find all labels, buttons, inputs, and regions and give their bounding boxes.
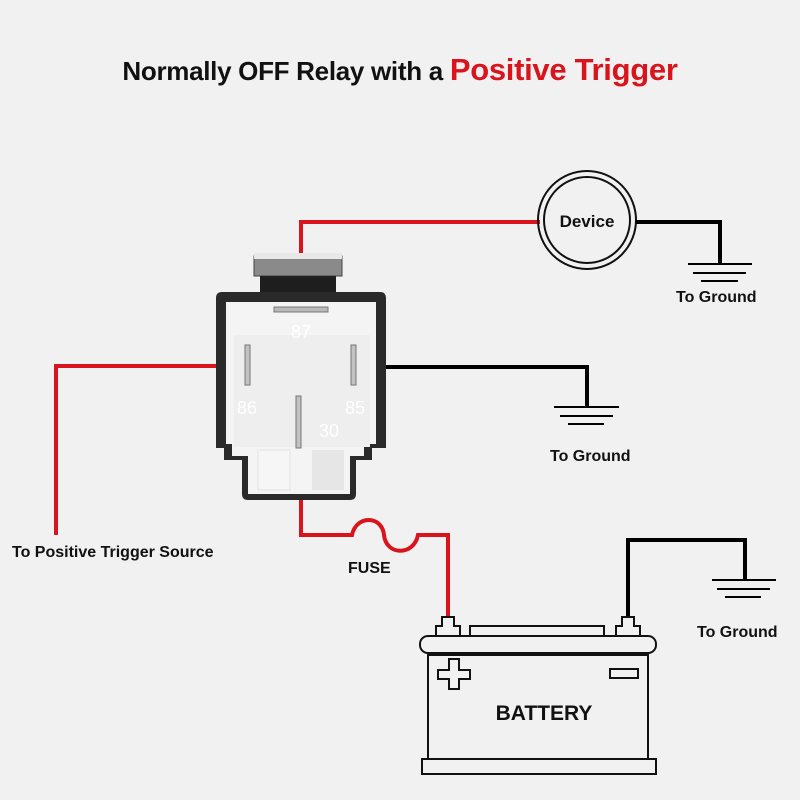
ground-label-battery: To Ground: [697, 624, 778, 641]
wire-relay-fuse-battery: [299, 500, 450, 618]
minus-icon: [609, 668, 639, 679]
wire-relay-to-device: [299, 220, 540, 262]
fuse-label: FUSE: [348, 560, 391, 577]
ground-label-device: To Ground: [676, 289, 757, 306]
wire-device-to-ground: [636, 220, 722, 264]
relay: 87 86 85 30: [216, 253, 386, 500]
wire-battery-to-ground: [626, 538, 747, 618]
wire-trigger-source: [54, 364, 218, 535]
device-symbol: Device: [537, 170, 637, 270]
pin-label-30: 30: [319, 421, 339, 441]
pin-label-85: 85: [345, 398, 365, 418]
plus-icon: [437, 658, 471, 690]
trigger-source-label: To Positive Trigger Source: [12, 544, 214, 561]
ground-icon: [712, 579, 776, 598]
ground-label-relay: To Ground: [550, 448, 631, 465]
relay-pin-30-blade: [295, 395, 302, 449]
ground-icon: [554, 406, 619, 425]
relay-pin-87-blade: [273, 306, 329, 313]
battery-symbol: [419, 616, 657, 775]
title-accent: Positive Trigger: [449, 52, 678, 87]
diagram-title: Normally OFF Relay with a Positive Trigg…: [0, 52, 800, 88]
battery-positive-terminal: [435, 616, 461, 636]
battery-label: BATTERY: [496, 702, 593, 725]
pin-label-86: 86: [237, 398, 257, 418]
relay-pin-85-blade: [350, 344, 357, 386]
pin-label-87: 87: [291, 322, 311, 342]
relay-pin-86-blade: [244, 344, 251, 386]
wire-relay-to-ground: [384, 365, 589, 407]
ground-icon: [688, 263, 752, 282]
device-label: Device: [560, 212, 615, 231]
battery-negative-terminal: [615, 616, 641, 636]
title-prefix: Normally OFF Relay with a: [122, 56, 443, 86]
